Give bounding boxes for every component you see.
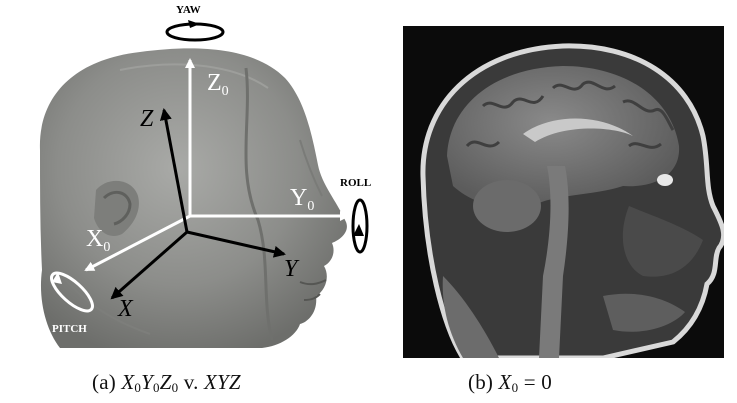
head-x-label: X: [117, 296, 134, 322]
pitch-label: PITCH: [52, 323, 87, 335]
yaw-label: YAW: [176, 4, 201, 16]
caption-panel-a: (a) X0Y0Z0 v. XYZ: [92, 370, 241, 396]
yaw-rotation-indicator: YAW: [167, 4, 223, 40]
head-render-panel: YAW ROLL PITCH Z0 Y0 X0 Z Y X: [0, 0, 400, 360]
head-z-label: Z: [140, 106, 154, 132]
mri-sagittal-slice: [403, 26, 724, 358]
caption-panel-b: (b) X0 = 0: [468, 370, 552, 396]
roll-label: ROLL: [340, 177, 371, 189]
